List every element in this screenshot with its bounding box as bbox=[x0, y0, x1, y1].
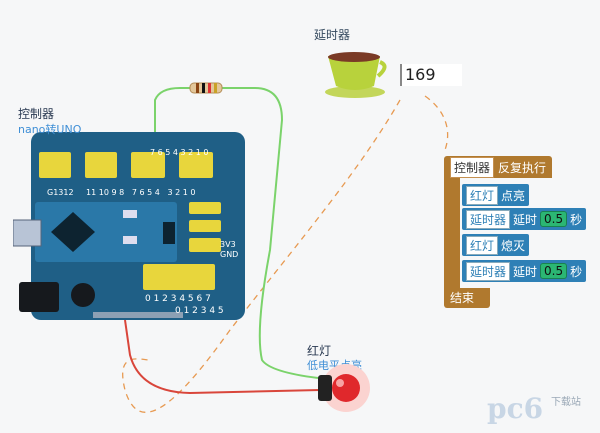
stmt-delay-value[interactable]: 0.5 bbox=[540, 211, 568, 227]
board-label-top-left: G1312 bbox=[47, 188, 74, 197]
red-led[interactable] bbox=[318, 361, 372, 415]
red-wire bbox=[124, 319, 321, 395]
stmt-red-off[interactable]: 红灯 熄灭 bbox=[462, 234, 530, 256]
controller-label: 控制器 bbox=[18, 107, 55, 121]
stmt-delay-1[interactable]: 延时器 延时 0.5 秒 bbox=[462, 208, 587, 230]
resistor[interactable] bbox=[189, 82, 223, 94]
loop-end-label: 结束 bbox=[444, 288, 490, 308]
loop-controller-chip[interactable]: 控制器 bbox=[450, 156, 495, 178]
led-label: 红灯 bbox=[307, 344, 332, 358]
board-label-top-right: 7 6 5 4 3 2 1 0 bbox=[150, 148, 209, 157]
flow-dashed-line bbox=[122, 95, 449, 413]
delay-value[interactable]: 169 bbox=[400, 64, 462, 86]
loop-block-head[interactable]: 控制器 反复执行 bbox=[444, 156, 553, 178]
board-label-bottom2: 0 1 2 3 4 5 bbox=[175, 306, 224, 316]
teacup-icon[interactable] bbox=[320, 44, 390, 100]
stmt-unit: 秒 bbox=[570, 264, 583, 279]
watermark-sub: 下载站 bbox=[551, 397, 581, 408]
delay-label: 延时器 bbox=[314, 28, 351, 42]
stmt-red-on[interactable]: 红灯 点亮 bbox=[462, 184, 530, 206]
board-label-bottom: 0 1 2 3 4 5 6 7 bbox=[145, 294, 211, 304]
stmt-chip[interactable]: 延时器 bbox=[466, 261, 511, 281]
green-wire bbox=[154, 87, 319, 379]
board-label-3v3: 3V3 bbox=[220, 240, 236, 249]
stmt-chip[interactable]: 延时器 bbox=[466, 209, 511, 229]
loop-repeat-label: 反复执行 bbox=[498, 160, 547, 175]
board-label-gnd: GND bbox=[220, 250, 239, 259]
stmt-text: 熄灭 bbox=[501, 238, 526, 253]
stmt-text: 点亮 bbox=[501, 188, 526, 203]
loop-block-bar bbox=[444, 178, 460, 292]
watermark-logo: pc6 bbox=[487, 392, 544, 425]
controller-sub-label: nano转UNO bbox=[18, 123, 82, 136]
stmt-chip[interactable]: 红灯 bbox=[466, 235, 499, 255]
board-graphic bbox=[12, 132, 245, 320]
arduino-board[interactable] bbox=[12, 132, 245, 320]
stmt-text: 延时 bbox=[513, 212, 538, 227]
stmt-unit: 秒 bbox=[570, 212, 583, 227]
board-label-pin-groups: 11 10 9 8 7 6 5 4 3 2 1 0 bbox=[86, 188, 196, 197]
stmt-text: 延时 bbox=[513, 264, 538, 279]
stmt-delay-value[interactable]: 0.5 bbox=[540, 263, 568, 279]
stmt-chip[interactable]: 红灯 bbox=[466, 185, 499, 205]
stmt-delay-2[interactable]: 延时器 延时 0.5 秒 bbox=[462, 260, 587, 282]
